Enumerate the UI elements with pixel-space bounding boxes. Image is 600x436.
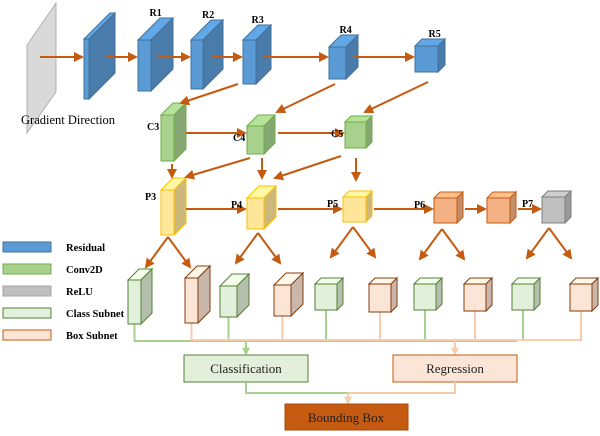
- input-gradient-plane: Gradient Direction: [21, 1, 116, 135]
- class-subnet-p6: [412, 276, 444, 312]
- legend-swatch: [2, 241, 52, 253]
- stem-residual-block: [82, 11, 117, 101]
- arrow-c4-p3: [184, 157, 251, 180]
- conv-layer-c3: [159, 101, 188, 163]
- pyramid-level-p5: [341, 189, 374, 224]
- legend-swatch: [2, 285, 52, 297]
- classification-label: Classification: [210, 361, 282, 376]
- class-subnet-p4: [218, 272, 251, 319]
- residual-block-r2-label: R2: [202, 10, 214, 21]
- arrow-p7-class: [525, 227, 550, 260]
- pyramid-level-p4-label: P4: [231, 200, 242, 211]
- residual-block-r5-label: R5: [429, 29, 441, 40]
- pyramid-block-relu-input: [485, 190, 518, 225]
- legend-swatch: [2, 263, 52, 275]
- box-subnet-p5: [367, 276, 399, 314]
- pyramid-level-p3: [159, 176, 188, 237]
- legend-label: Class Subnet: [66, 309, 125, 320]
- arrow-p3-box: [167, 236, 192, 269]
- pyramid-level-p7: [540, 189, 573, 225]
- regression-label: Regression: [426, 361, 484, 376]
- residual-block-r1: [136, 16, 175, 93]
- arrow-c5-p4: [273, 155, 342, 181]
- arrow-p6-box: [441, 228, 466, 261]
- bounding-box-label: Bounding Box: [308, 410, 385, 425]
- pyramid-level-p5-label: P5: [327, 199, 338, 210]
- legend-swatch: [2, 329, 52, 341]
- legend-item-residual: Residual: [2, 241, 105, 254]
- regression-box: Regression: [392, 354, 518, 383]
- conv-layer-c4: [245, 113, 277, 156]
- class-subnet-p3: [126, 267, 154, 326]
- conv-layer-c3-label: C3: [147, 122, 159, 133]
- residual-block-r4-label: R4: [340, 25, 352, 36]
- residual-block-r5: [413, 37, 447, 74]
- legend-item-class-subnet: Class Subnet: [2, 307, 125, 320]
- box-subnet-p6: [462, 276, 494, 313]
- legend-label: Box Subnet: [66, 331, 118, 342]
- arrow-p7-box: [548, 227, 573, 260]
- arrow-p5-box: [352, 226, 377, 259]
- pyramid-level-p4: [245, 184, 278, 231]
- class-subnet-p5: [313, 276, 345, 312]
- residual-block-r3: [241, 23, 273, 86]
- arrow-p5-class: [329, 226, 354, 259]
- pyramid-level-p6-label: P6: [414, 200, 425, 211]
- pyramid-level-p7-label: P7: [522, 199, 533, 210]
- conv-layer-c5-label: C5: [331, 129, 343, 140]
- class-subnet-p7: [510, 276, 542, 312]
- box-subnet-p3: [183, 264, 212, 325]
- legend-swatch: [2, 307, 52, 319]
- input-label: Gradient Direction: [21, 113, 116, 127]
- arrow-r3-c3: [179, 83, 239, 106]
- residual-block-r3-label: R3: [252, 15, 264, 26]
- classification-box: Classification: [183, 354, 309, 383]
- pyramid-level-p6: [432, 190, 465, 225]
- residual-block-r1-label: R1: [150, 8, 162, 19]
- conv-layer-c4-label: C4: [233, 133, 245, 144]
- bounding-box-output: Bounding Box: [284, 403, 409, 431]
- output-connectors: [245, 382, 456, 405]
- legend-label: ReLU: [66, 287, 93, 298]
- box-subnet-p7: [568, 276, 600, 313]
- pyramid-level-p3-label: P3: [145, 192, 156, 203]
- arrow-p3-class: [144, 236, 169, 269]
- legend-item-relu: ReLU: [2, 285, 93, 298]
- arrow-p4-class: [234, 232, 259, 265]
- arrow-p4-box: [257, 232, 282, 265]
- residual-block-r2: [189, 18, 225, 91]
- legend-item-box-subnet: Box Subnet: [2, 329, 118, 342]
- box-subnet-p4: [272, 271, 305, 318]
- residual-block-r4: [327, 33, 360, 81]
- legend-label: Conv2D: [66, 265, 103, 276]
- arrow-r4-c4: [275, 83, 336, 114]
- conv-layer-c5: [343, 114, 374, 150]
- subnet-connectors: [133, 310, 582, 356]
- legend-item-conv2d: Conv2D: [2, 263, 103, 276]
- arrow-r5-c5: [363, 81, 429, 114]
- arrow-p6-class: [418, 228, 443, 261]
- legend-label: Residual: [66, 243, 105, 254]
